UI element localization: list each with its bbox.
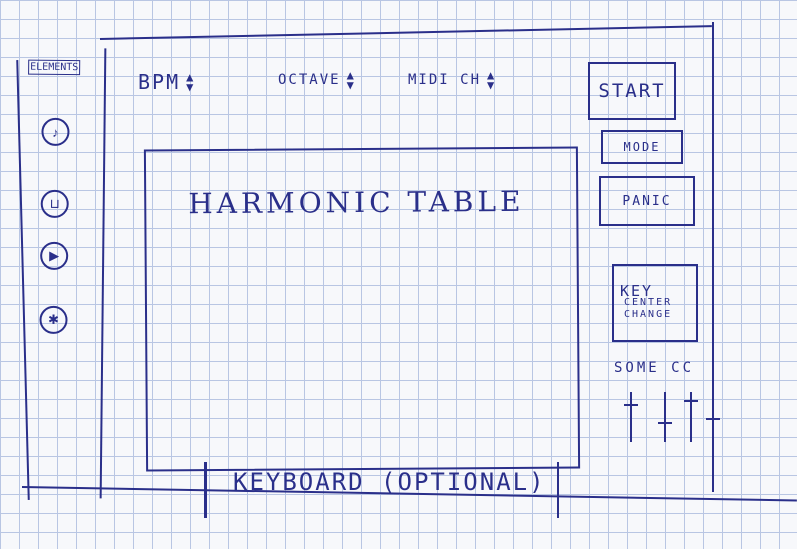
sidebar-item-asterisk[interactable]: ✱ — [39, 305, 68, 335]
mode-button[interactable]: MODE — [601, 130, 683, 164]
center-label: CENTER — [624, 297, 673, 308]
cc-slider-2[interactable] — [658, 392, 672, 442]
cc-slider-3[interactable] — [684, 392, 698, 442]
octave-down-arrow-icon[interactable]: ▼ — [346, 78, 354, 92]
midi-channel-stepper[interactable]: ▲ ▼ — [487, 68, 495, 92]
sidebar-title: ELEMENTS — [28, 59, 81, 76]
sidebar-item-waveform[interactable]: ⊔ — [40, 189, 69, 219]
window-right-edge — [712, 22, 714, 492]
midi-channel-control: MIDI CH ▲ ▼ — [408, 68, 495, 92]
midi-channel-label: MIDI CH — [408, 72, 482, 88]
panic-button[interactable]: PANIC — [599, 176, 695, 226]
bpm-down-arrow-icon[interactable]: ▼ — [186, 80, 194, 94]
harmonic-table[interactable]: HARMONIC TABLE — [143, 146, 581, 472]
cc-slider-4[interactable] — [706, 392, 720, 442]
sidebar-item-music[interactable]: ♪ — [41, 117, 70, 147]
key-center-change-button[interactable]: KEY CENTER CHANGE — [612, 264, 698, 342]
bpm-label: BPM — [138, 70, 181, 94]
sidebar-item-play[interactable]: ▶ — [40, 241, 69, 271]
bpm-up-arrow-icon[interactable]: ▲ — [186, 70, 194, 84]
bpm-control: BPM ▲ ▼ — [138, 70, 193, 94]
music-note-icon: ♪ — [52, 124, 59, 140]
key-label: KEY — [620, 282, 654, 300]
octave-up-arrow-icon[interactable]: ▲ — [346, 68, 354, 82]
asterisk-icon: ✱ — [47, 311, 60, 327]
waveform-icon: ⊔ — [49, 195, 60, 211]
keyboard-panel[interactable]: KEYBOARD (OPTIONAL) — [204, 462, 559, 518]
cc-label: SOME CC — [614, 360, 695, 376]
midi-down-arrow-icon[interactable]: ▼ — [487, 78, 495, 92]
start-button[interactable]: START — [588, 62, 676, 120]
window-top-edge — [99, 25, 712, 40]
octave-stepper[interactable]: ▲ ▼ — [346, 68, 354, 92]
change-label: CHANGE — [624, 309, 673, 320]
octave-control: OCTAVE ▲ ▼ — [278, 68, 354, 92]
octave-label: OCTAVE — [278, 72, 341, 88]
play-icon: ▶ — [49, 247, 60, 263]
harmonic-table-title: HARMONIC TABLE — [188, 184, 525, 221]
elements-sidebar: ELEMENTS ♪ ⊔ ▶ ✱ — [21, 47, 107, 499]
keyboard-label: KEYBOARD (OPTIONAL) — [233, 468, 546, 496]
midi-up-arrow-icon[interactable]: ▲ — [487, 68, 495, 82]
bpm-stepper[interactable]: ▲ ▼ — [186, 70, 194, 94]
cc-slider-1[interactable] — [624, 392, 638, 442]
